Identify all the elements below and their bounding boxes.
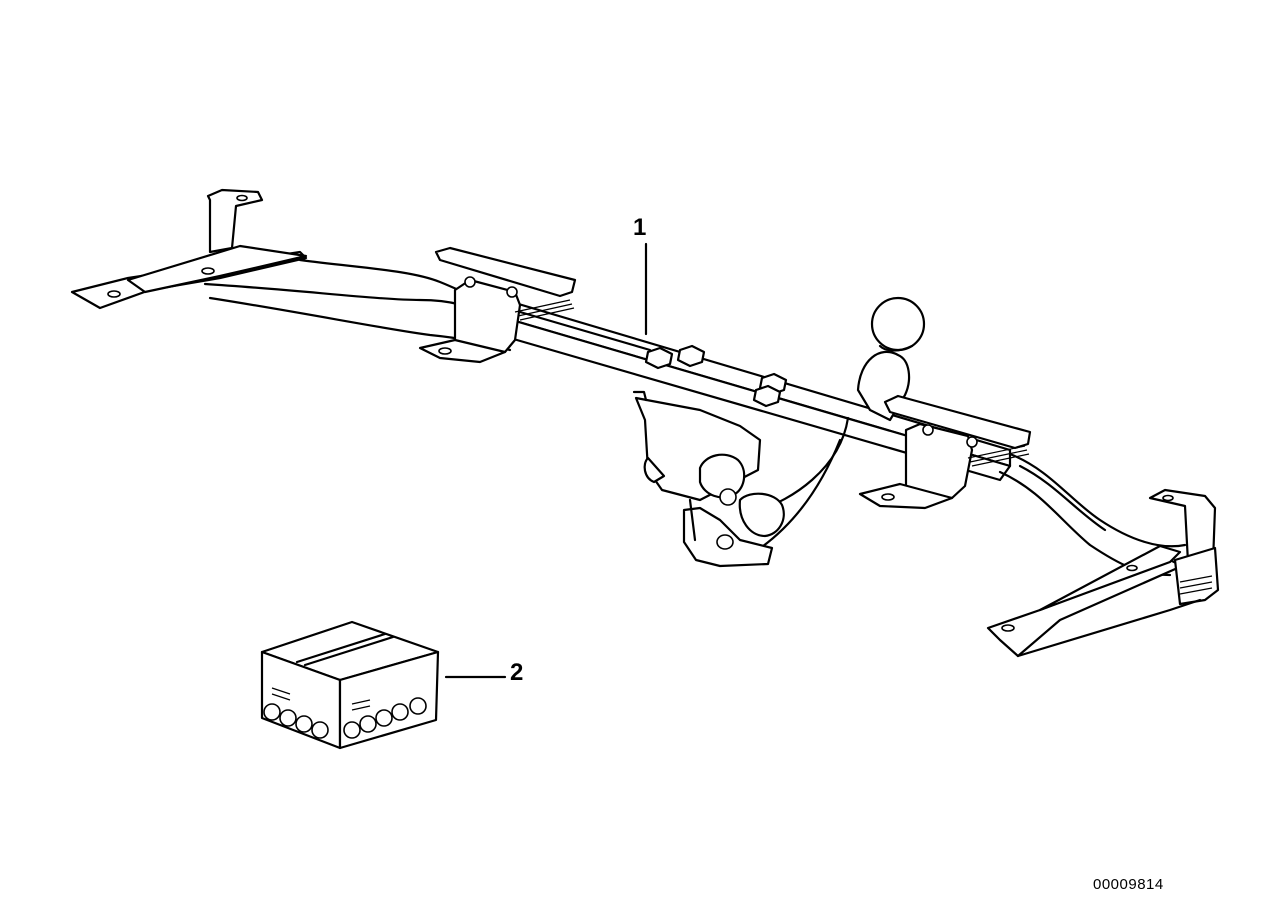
left-mounting-bracket: [70, 188, 308, 310]
callout-label-1: 1: [633, 214, 647, 241]
tow-hitch-crossbar-icon: [70, 188, 1220, 658]
parts-kit-box-icon: [260, 620, 440, 750]
right-inner-bracket: [858, 394, 1032, 510]
box-front-holes: [263, 697, 427, 739]
callout-label-2: 2: [510, 659, 524, 686]
crossbar-bolts: [644, 344, 788, 408]
left-inner-bracket: [418, 246, 577, 364]
right-mounting-bracket: [986, 488, 1220, 658]
hitch-socket-mount: [632, 390, 785, 568]
drawing-number: 00009814: [1093, 876, 1164, 893]
box-print-marks: [271, 687, 371, 711]
